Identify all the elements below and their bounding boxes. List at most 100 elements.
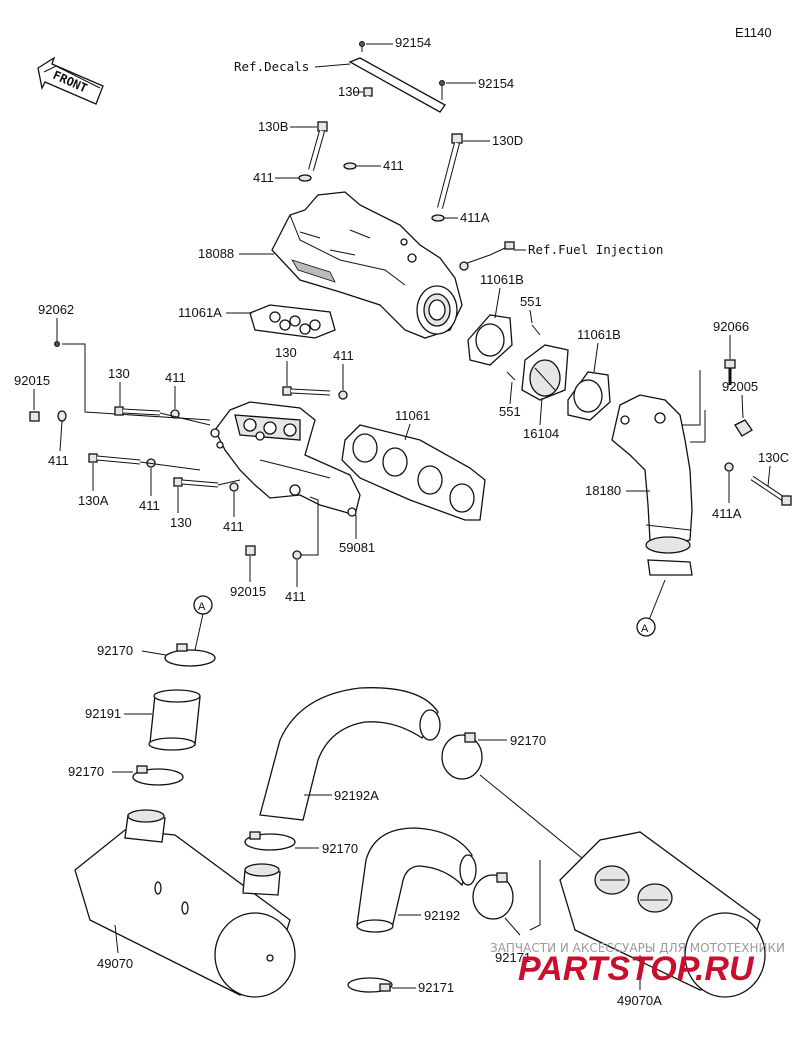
front-arrow-icon: FRONT xyxy=(37,56,104,105)
gasket-11061a xyxy=(249,304,336,339)
part-label: 92066 xyxy=(713,319,749,334)
nut-92015 xyxy=(29,411,40,422)
clamp-92170 xyxy=(132,765,184,786)
part-label: 551 xyxy=(520,294,542,309)
sleeve-92191 xyxy=(148,689,201,751)
part-label: 11061B xyxy=(577,327,621,342)
clamp-92170 xyxy=(244,831,296,851)
clamp-92171 xyxy=(347,977,393,993)
ref-fuel-injection-label: Ref.Fuel Injection xyxy=(528,242,663,257)
exhaust-manifold xyxy=(210,401,361,517)
part-label: 411 xyxy=(383,158,404,173)
clip-92062 xyxy=(54,341,60,347)
washer-411 xyxy=(229,482,239,492)
bolt-130 xyxy=(114,406,161,416)
part-label: 92170 xyxy=(68,764,104,779)
watermark-caption: ЗАПЧАСТИ И АКСЕССУАРЫ ДЛЯ МОТОТЕХНИКИ xyxy=(490,941,785,955)
watermark-brand: PARTSTOP.RU xyxy=(518,950,755,988)
bolt-130c xyxy=(750,475,792,506)
part-label: 130 xyxy=(108,366,130,381)
muffler-49070 xyxy=(74,809,296,998)
part-label: 130 xyxy=(338,84,360,99)
washer-411a xyxy=(431,214,445,222)
hose-92192 xyxy=(356,827,477,933)
part-label: 49070A xyxy=(617,993,662,1008)
part-label: 92170 xyxy=(510,733,546,748)
part-label: 130B xyxy=(258,119,288,134)
clamp-92170 xyxy=(441,732,483,780)
washer-411 xyxy=(343,162,357,170)
part-label: 411A xyxy=(460,210,490,225)
part-label: 92171 xyxy=(418,980,454,995)
decal-plate xyxy=(348,41,446,113)
part-label: 18180 xyxy=(585,483,621,498)
plug-92005 xyxy=(734,419,753,437)
part-label: 411 xyxy=(333,348,354,363)
ref-decals-label: Ref.Decals xyxy=(234,59,309,74)
pin-92066 xyxy=(724,359,736,385)
bolt-130 xyxy=(173,477,219,488)
part-label: 92192A xyxy=(334,788,379,803)
part-label: 130 xyxy=(275,345,297,360)
washer-411 xyxy=(338,390,348,400)
washer-411 xyxy=(57,410,67,422)
sensor-wire xyxy=(459,241,515,271)
bolt-130 xyxy=(282,386,331,396)
part-label: 92170 xyxy=(97,643,133,658)
callout-a-label: A xyxy=(641,623,649,635)
pin-551 xyxy=(506,371,516,381)
part-label: 130D xyxy=(492,133,523,148)
part-label: 92171 xyxy=(495,950,531,965)
bolt-130d xyxy=(437,133,463,209)
part-label: 11061B xyxy=(480,272,524,287)
part-label: 49070 xyxy=(97,956,133,971)
part-label: 411 xyxy=(223,519,244,534)
part-label: 92191 xyxy=(85,706,121,721)
washer-411 xyxy=(292,550,302,560)
part-label: 411 xyxy=(165,370,186,385)
gasket-11061 xyxy=(341,424,486,521)
muffler-49070a xyxy=(559,831,766,998)
part-label: 411 xyxy=(139,498,160,513)
part-label: 130C xyxy=(758,450,789,465)
clamp-92170 xyxy=(164,643,216,667)
diagram-code: E1140 xyxy=(735,25,772,40)
exhaust-pipe-18088 xyxy=(271,191,463,339)
nut-92015 xyxy=(245,545,256,556)
part-label: 411 xyxy=(253,170,274,185)
part-label: 551 xyxy=(499,404,521,419)
washer-411 xyxy=(298,174,312,182)
part-label: 11061 xyxy=(395,408,430,423)
part-label: 130A xyxy=(78,493,109,508)
part-label: 411 xyxy=(285,589,306,604)
part-label: 411 xyxy=(48,453,69,468)
callout-a-label: A xyxy=(198,601,206,613)
part-label: 16104 xyxy=(523,426,559,441)
part-label: 18088 xyxy=(198,246,234,261)
valve-16104 xyxy=(521,344,569,401)
pin-551 xyxy=(531,324,541,336)
part-label: 92154 xyxy=(478,76,514,91)
hose-92192a xyxy=(259,687,441,821)
bolt-130 xyxy=(354,87,373,153)
elbow-18180 xyxy=(611,394,693,576)
gasket-11061b xyxy=(567,371,611,421)
part-label: 92062 xyxy=(38,302,74,317)
bolt-130b xyxy=(308,121,328,171)
part-label: 411A xyxy=(712,506,742,521)
washer-411a xyxy=(724,462,734,472)
part-label: 11061A xyxy=(178,305,222,320)
gasket-11061b xyxy=(467,314,513,366)
part-label: 92192 xyxy=(424,908,460,923)
part-label: 92015 xyxy=(230,584,266,599)
part-label: 92015 xyxy=(14,373,50,388)
part-label: 92005 xyxy=(722,379,758,394)
bolt-130a xyxy=(88,453,141,465)
part-label: 130 xyxy=(170,515,192,530)
callout-a xyxy=(636,617,656,637)
part-label: 92170 xyxy=(322,841,358,856)
part-label: 92154 xyxy=(395,35,431,50)
clamp-92171 xyxy=(472,872,514,920)
